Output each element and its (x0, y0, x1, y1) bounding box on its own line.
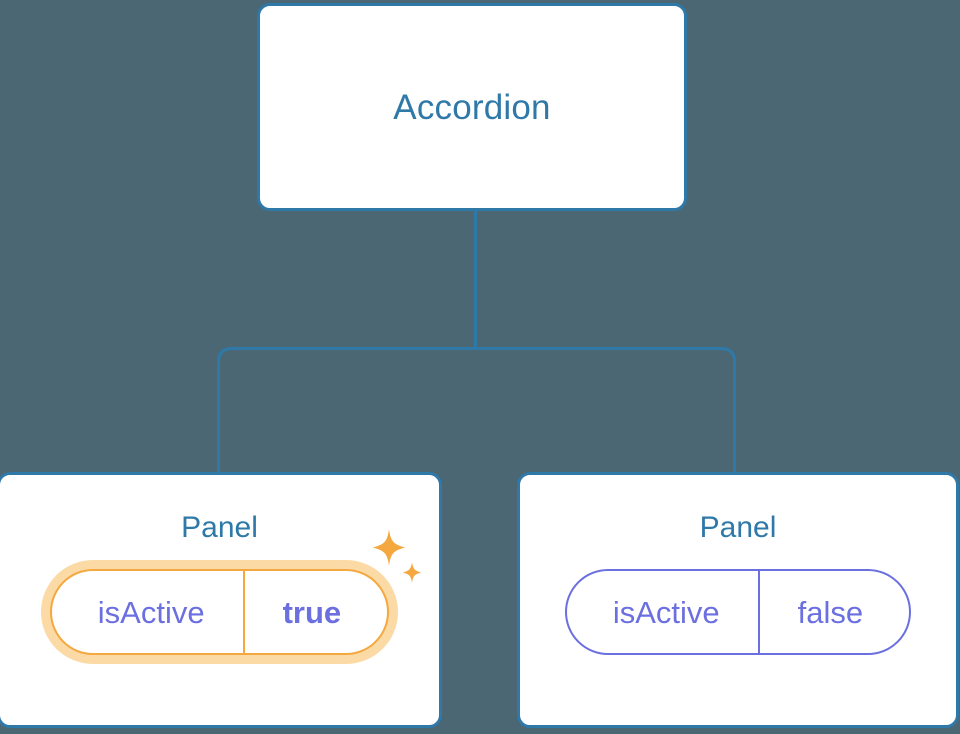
edge-branch-bus (217, 347, 736, 472)
prop-pill-wrapper: isActive true (0, 529, 439, 655)
prop-pill-wrapper: isActive false (520, 569, 956, 655)
node-accordion[interactable]: Accordion (257, 3, 687, 211)
node-title: Panel (181, 511, 258, 544)
node-title: Panel (699, 511, 777, 544)
prop-key: isActive (612, 594, 720, 630)
prop-pill-isactive-false[interactable]: isActive false (564, 569, 912, 655)
prop-key: isActive (97, 594, 205, 630)
prop-value: false (757, 571, 909, 653)
prop-value: true (242, 571, 388, 653)
node-title: Accordion (393, 87, 551, 127)
node-panel-1[interactable]: Panel isActive false (517, 472, 959, 728)
prop-pill-isactive-true[interactable]: isActive true (49, 569, 390, 655)
node-panel-0[interactable]: Panel isActive true (0, 472, 442, 728)
